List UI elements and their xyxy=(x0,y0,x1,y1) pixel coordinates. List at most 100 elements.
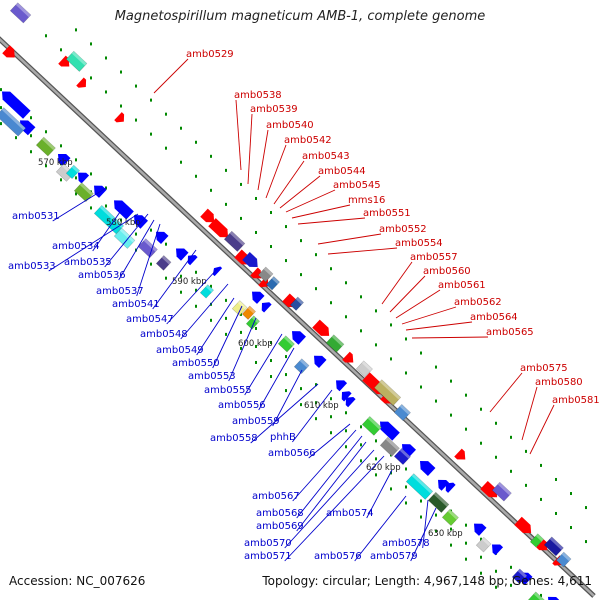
forward-gene-label[interactable]: amb0539 xyxy=(250,104,298,115)
guide-dot xyxy=(465,523,467,527)
reverse-gene-label[interactable]: amb0556 xyxy=(218,400,266,411)
reverse-gene-label[interactable]: amb0537 xyxy=(96,286,144,297)
reverse-gene-label[interactable]: amb0550 xyxy=(172,358,220,369)
forward-gene-arrow xyxy=(58,55,70,67)
reverse-gene-arrow xyxy=(114,200,134,220)
gene-label-leader xyxy=(92,211,121,252)
guide-dot xyxy=(375,473,377,477)
guide-dot xyxy=(135,84,137,88)
reverse-gene-label[interactable]: amb0549 xyxy=(156,345,204,356)
forward-gene-label[interactable]: amb0544 xyxy=(318,166,366,177)
forward-gene-label[interactable]: amb0552 xyxy=(379,224,427,235)
gene-box xyxy=(373,379,402,406)
reverse-gene-label[interactable]: amb0566 xyxy=(268,448,316,459)
guide-dot xyxy=(360,443,362,447)
gene-box xyxy=(405,473,434,500)
forward-gene-label[interactable]: amb0554 xyxy=(395,238,443,249)
gene-box xyxy=(65,164,80,180)
forward-gene-arrow xyxy=(242,252,258,267)
reverse-gene-label[interactable]: amb0536 xyxy=(78,270,126,281)
guide-dot xyxy=(330,431,332,435)
guide-dot xyxy=(420,385,422,389)
guide-dot xyxy=(480,407,482,411)
reverse-gene-label[interactable]: amb0568 xyxy=(256,508,304,519)
guide-dot xyxy=(240,182,242,186)
guide-dot xyxy=(225,298,227,302)
reverse-gene-label[interactable]: amb0559 xyxy=(232,416,280,427)
reverse-gene-label[interactable]: amb0541 xyxy=(112,299,160,310)
gene-label-leader xyxy=(258,347,295,411)
guide-dot xyxy=(180,274,182,278)
guide-dot xyxy=(360,295,362,299)
reverse-gene-label[interactable]: amb0571 xyxy=(244,551,292,562)
forward-gene-label[interactable]: amb0538 xyxy=(234,90,282,101)
gene-box xyxy=(257,266,274,283)
reverse-gene-arrow xyxy=(58,153,71,167)
guide-dot xyxy=(570,492,572,496)
guide-dot xyxy=(435,365,437,369)
guide-dot xyxy=(180,160,182,164)
forward-gene-label[interactable]: amb0561 xyxy=(438,280,486,291)
gene-label-leader xyxy=(292,389,333,443)
forward-gene-label[interactable]: amb0564 xyxy=(470,312,518,323)
reverse-gene-label[interactable]: amb0553 xyxy=(188,371,236,382)
reverse-gene-label[interactable]: amb0534 xyxy=(52,241,100,252)
guide-dot xyxy=(495,569,497,573)
guide-dot xyxy=(255,196,257,200)
reverse-gene-label[interactable]: amb0558 xyxy=(210,433,258,444)
forward-gene-label[interactable]: amb0557 xyxy=(410,252,458,263)
guide-dot xyxy=(240,312,242,316)
forward-gene-label[interactable]: amb0543 xyxy=(302,151,350,162)
guide-dot xyxy=(555,477,557,481)
reverse-gene-label[interactable]: amb0570 xyxy=(244,538,292,549)
guide-dot xyxy=(405,467,407,471)
reverse-gene-label[interactable]: amb0555 xyxy=(204,385,252,396)
reverse-gene-label[interactable]: amb0548 xyxy=(140,329,188,340)
guide-dot xyxy=(465,557,467,561)
gene-label-leader xyxy=(257,129,269,191)
forward-gene-label[interactable]: amb0562 xyxy=(454,297,502,308)
reverse-gene-label[interactable]: amb0578 xyxy=(382,538,430,549)
reverse-gene-label[interactable]: amb0531 xyxy=(12,211,60,222)
reverse-gene-label[interactable]: amb0576 xyxy=(314,551,362,562)
guide-dot xyxy=(480,555,482,559)
guide-dot xyxy=(285,259,287,263)
guide-dot xyxy=(390,471,392,475)
guide-dot xyxy=(150,98,152,102)
gene-label-leader xyxy=(52,187,107,222)
reverse-gene-arrow xyxy=(438,479,450,491)
gene-label-leader xyxy=(180,283,229,340)
guide-dot xyxy=(195,304,197,308)
forward-gene-label[interactable]: amb0551 xyxy=(363,208,411,219)
guide-dot xyxy=(345,429,347,433)
reverse-gene-label[interactable]: amb0547 xyxy=(126,314,174,325)
forward-gene-label[interactable]: amb0575 xyxy=(520,363,568,374)
reverse-gene-label[interactable]: amb0535 xyxy=(64,257,112,268)
forward-gene-label[interactable]: amb0580 xyxy=(535,377,583,388)
reverse-gene-arrow xyxy=(156,231,169,244)
reverse-gene-label[interactable]: amb0569 xyxy=(256,521,304,532)
reverse-gene-label[interactable]: amb0533 xyxy=(8,261,56,272)
guide-dot xyxy=(360,459,362,463)
forward-gene-label[interactable]: amb0542 xyxy=(284,135,332,146)
forward-gene-label[interactable]: amb0540 xyxy=(266,120,314,131)
forward-gene-label[interactable]: amb0560 xyxy=(423,266,471,277)
forward-gene-label[interactable]: amb0565 xyxy=(486,327,534,338)
guide-dot xyxy=(555,511,557,515)
guide-dot xyxy=(210,154,212,158)
reverse-gene-label[interactable]: phhB xyxy=(270,432,296,443)
reverse-gene-label[interactable]: amb0574 xyxy=(326,508,374,519)
reverse-gene-label[interactable]: amb0579 xyxy=(370,551,418,562)
forward-gene-arrow xyxy=(114,112,125,123)
guide-dot xyxy=(270,375,272,379)
forward-gene-label[interactable]: amb0545 xyxy=(333,180,381,191)
guide-dot xyxy=(0,88,2,92)
gene-label-leader xyxy=(521,386,538,441)
forward-gene-label[interactable]: amb0581 xyxy=(552,395,600,406)
forward-gene-label[interactable]: amb0529 xyxy=(186,49,234,60)
forward-gene-label[interactable]: mms16 xyxy=(348,195,385,206)
gene-label-leader xyxy=(296,435,363,519)
reverse-gene-label[interactable]: amb0567 xyxy=(252,491,300,502)
guide-dot xyxy=(165,112,167,116)
